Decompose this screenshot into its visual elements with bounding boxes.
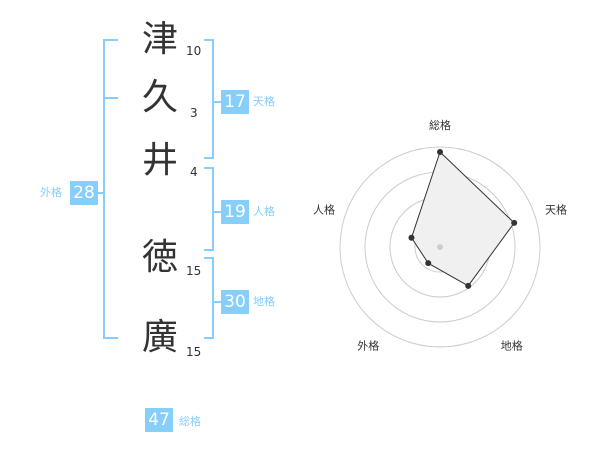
- jinkaku-label: 人格: [253, 205, 275, 218]
- tenkaku-badge: 17: [221, 90, 249, 114]
- stroke-count-2: 3: [190, 106, 198, 120]
- radar-axis-label-1: 総格: [429, 118, 451, 132]
- stroke-count-1: 10: [186, 44, 202, 58]
- radar-axis-label-3: 地格: [501, 339, 523, 353]
- name-char-4: 徳: [141, 237, 178, 278]
- stroke-count-5: 15: [186, 345, 202, 359]
- soukaku-label: 総格: [179, 415, 201, 428]
- radar-ring-4: [339, 146, 541, 348]
- tenkaku-label: 天格: [253, 95, 275, 108]
- gaikaku-label: 外格: [40, 186, 62, 199]
- jinkaku-badge: 19: [221, 200, 249, 224]
- radar-point-1: [437, 149, 443, 155]
- jinkaku-bracket: [204, 167, 214, 251]
- gaikaku-badge: 28: [70, 181, 98, 205]
- stroke-count-4: 15: [186, 264, 202, 278]
- tenkaku-bracket: [204, 39, 214, 159]
- gaikaku-bracket: [103, 39, 118, 339]
- radar-point-5: [408, 234, 415, 241]
- chikaku-badge: 30: [221, 290, 249, 314]
- radar-axis-label-2: 天格: [545, 202, 567, 216]
- radar-center-point: [437, 244, 443, 250]
- name-char-1: 津: [141, 19, 178, 60]
- radar-axis-label-4: 外格: [357, 339, 379, 353]
- radar-axis-label-5: 人格: [313, 202, 335, 216]
- radar-points: [408, 149, 518, 289]
- radar-point-2: [511, 219, 518, 226]
- name-char-3: 井: [141, 140, 178, 181]
- name-char-5: 廣: [141, 317, 178, 358]
- stroke-count-3: 4: [190, 165, 198, 179]
- radar-point-3: [465, 282, 472, 289]
- soukaku-badge: 47: [145, 408, 173, 432]
- radar-point-4: [425, 260, 432, 267]
- radar-polygon: [410, 151, 515, 287]
- name-char-2: 久: [141, 77, 178, 118]
- chikaku-bracket: [204, 257, 214, 339]
- chikaku-label: 地格: [253, 295, 275, 308]
